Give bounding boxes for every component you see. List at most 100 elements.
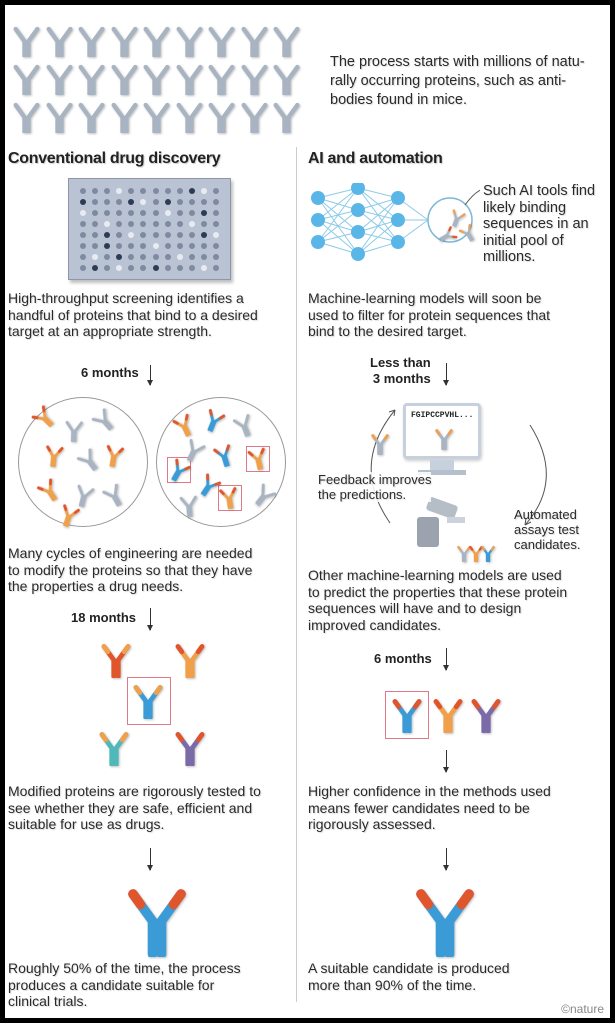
antibody-icon (241, 102, 267, 134)
plate-well (152, 198, 159, 205)
antibody-icon (46, 445, 64, 468)
arrow-down-icon (443, 363, 449, 386)
plate-well (212, 187, 219, 194)
plate-well (164, 187, 171, 194)
plate-well (128, 220, 135, 227)
antibody-icon (176, 102, 202, 134)
plate-well (104, 187, 111, 194)
plate-well (140, 187, 147, 194)
plate-well (164, 198, 171, 205)
plate-well (104, 253, 111, 260)
plate-well (188, 198, 195, 205)
plate-well (200, 187, 207, 194)
plate-well (140, 198, 147, 205)
plate-well (152, 209, 159, 216)
plate-well (164, 264, 171, 271)
robot-arm-icon (417, 495, 467, 547)
highlight-box (218, 485, 242, 511)
antibody-icon (76, 448, 98, 471)
antibody-icon (255, 483, 277, 506)
plate-well (80, 231, 87, 238)
nature-credit: ©nature (561, 1002, 604, 1016)
antibody-icon (37, 478, 57, 502)
plate-well (80, 198, 87, 205)
antibody-icon (481, 545, 495, 562)
plate-well (188, 242, 195, 249)
plate-well (188, 220, 195, 227)
antibody-icon (392, 699, 422, 733)
antibody-icon (176, 26, 202, 58)
plate-well (188, 209, 195, 216)
sequence-text: FGIPCCPVHL... (411, 411, 474, 420)
plate-well (212, 198, 219, 205)
highlight-box (127, 677, 171, 725)
network-node (391, 235, 405, 249)
plate-well (104, 209, 111, 216)
plate-well (128, 187, 135, 194)
plate-well (128, 253, 135, 260)
plate-well (140, 264, 147, 271)
antibody-icon (101, 644, 131, 678)
right-duration-2: 6 months (374, 651, 432, 666)
plate-well (104, 242, 111, 249)
plate-well (152, 264, 159, 271)
antibody-icon (207, 409, 226, 432)
antibody-icon (241, 26, 267, 58)
antibody-icon (175, 732, 205, 766)
antibody-icon (171, 458, 191, 482)
network-node (351, 225, 365, 239)
plate-well (80, 242, 87, 249)
engineering-cycle-2 (156, 397, 286, 527)
neural-network-icon (311, 183, 480, 261)
computer-monitor-icon: FGIPCCPVHL... (403, 403, 481, 459)
plate-well (164, 253, 171, 260)
antibody-icon (457, 545, 471, 562)
antibody-icon (471, 699, 501, 733)
left-duration-2: 18 months (71, 610, 137, 625)
plate-well (200, 231, 207, 238)
plate-well (200, 209, 207, 216)
plate-well (92, 187, 99, 194)
plate-well (116, 198, 123, 205)
antibody-icon (213, 444, 230, 468)
plate-well (116, 231, 123, 238)
plate-well (140, 253, 147, 260)
network-node (351, 183, 365, 195)
antibody-icon (187, 438, 206, 462)
antibody-icon (273, 26, 300, 58)
antibody-icon (143, 102, 170, 134)
plate-well (176, 231, 183, 238)
plate-well (128, 242, 135, 249)
left-duration-1: 6 months (81, 365, 139, 380)
plate-well (140, 220, 147, 227)
feedback-loop-arrows (370, 409, 547, 526)
plate-well (128, 198, 135, 205)
antibody-icon (439, 226, 458, 242)
plate-well (200, 264, 207, 271)
plate-well (212, 220, 219, 227)
antibody-icon (208, 64, 235, 96)
plate-well (104, 231, 111, 238)
plate-well (152, 220, 159, 227)
plate-well (188, 187, 195, 194)
arrow-down-icon (147, 848, 153, 871)
plate-well (176, 187, 183, 194)
antibody-icon (143, 26, 170, 58)
plate-well (92, 264, 99, 271)
antibody-icon (469, 545, 483, 562)
antibody-icon (111, 64, 137, 96)
antibody-icon (200, 473, 221, 497)
antibody-icon (102, 483, 122, 507)
plate-well (116, 209, 123, 216)
antibody-icon (77, 484, 95, 508)
plate-well (140, 209, 147, 216)
antibody-icon (78, 102, 105, 134)
left-step3-text: Modified proteins are rigorously tested … (8, 783, 261, 832)
antibody-icon (13, 64, 40, 96)
